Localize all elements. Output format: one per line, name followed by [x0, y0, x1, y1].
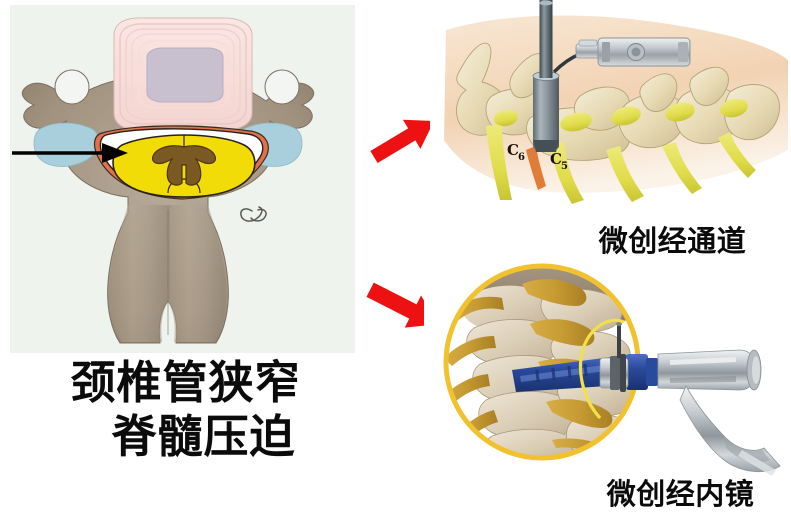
tubular-approach-panel: C 6 C 5: [430, 0, 791, 218]
intervertebral-disc: [113, 17, 253, 131]
camera-assembly: [552, 37, 691, 74]
endoscopic-approach-panel: [424, 258, 791, 478]
spinal-cord-gray-matter: [151, 145, 217, 186]
tubular-approach-caption: 微创经通道: [598, 224, 747, 258]
red-arrow-down-right-icon: [366, 282, 438, 328]
transverse-foramen-right: [264, 69, 300, 105]
nerve-roots-tubular: [486, 98, 756, 204]
nerve-root-left: [33, 122, 99, 167]
vertebra-level-labels: C 6 C 5: [507, 141, 568, 172]
left-caption-block: 颈椎管狭窄 脊髓压迫: [10, 356, 355, 511]
tubular-retractor-illustration: C 6 C 5: [430, 0, 791, 218]
label-c6-letter: C: [507, 141, 519, 159]
label-c5-subscript: 5: [561, 161, 568, 172]
nucleus-pulposus: [146, 47, 224, 103]
caption-stenosis: 颈椎管狭窄: [70, 356, 301, 409]
caption-cord-compression: 脊髓压迫: [111, 410, 296, 463]
label-c5-letter: C: [550, 150, 562, 168]
tubular-retractor: [532, 0, 560, 152]
canal-pointer-arrow: [12, 143, 128, 163]
nerve-root-regions: [33, 122, 303, 167]
endoscope-illustration: [424, 258, 791, 478]
spinous-process-left: [109, 205, 170, 342]
label-c6-subscript: 6: [518, 152, 525, 163]
axial-vertebra-illustration: [10, 5, 355, 353]
endoscope-instrument: [578, 318, 781, 476]
spinous-process-right: [166, 205, 227, 342]
endoscopic-approach-caption: 微创经内镜: [606, 477, 755, 511]
red-arrow-up-right-icon: [370, 119, 435, 164]
transverse-foramen-left: [54, 69, 90, 105]
artist-signature: [240, 206, 267, 222]
axial-vertebra-panel: [10, 5, 355, 353]
